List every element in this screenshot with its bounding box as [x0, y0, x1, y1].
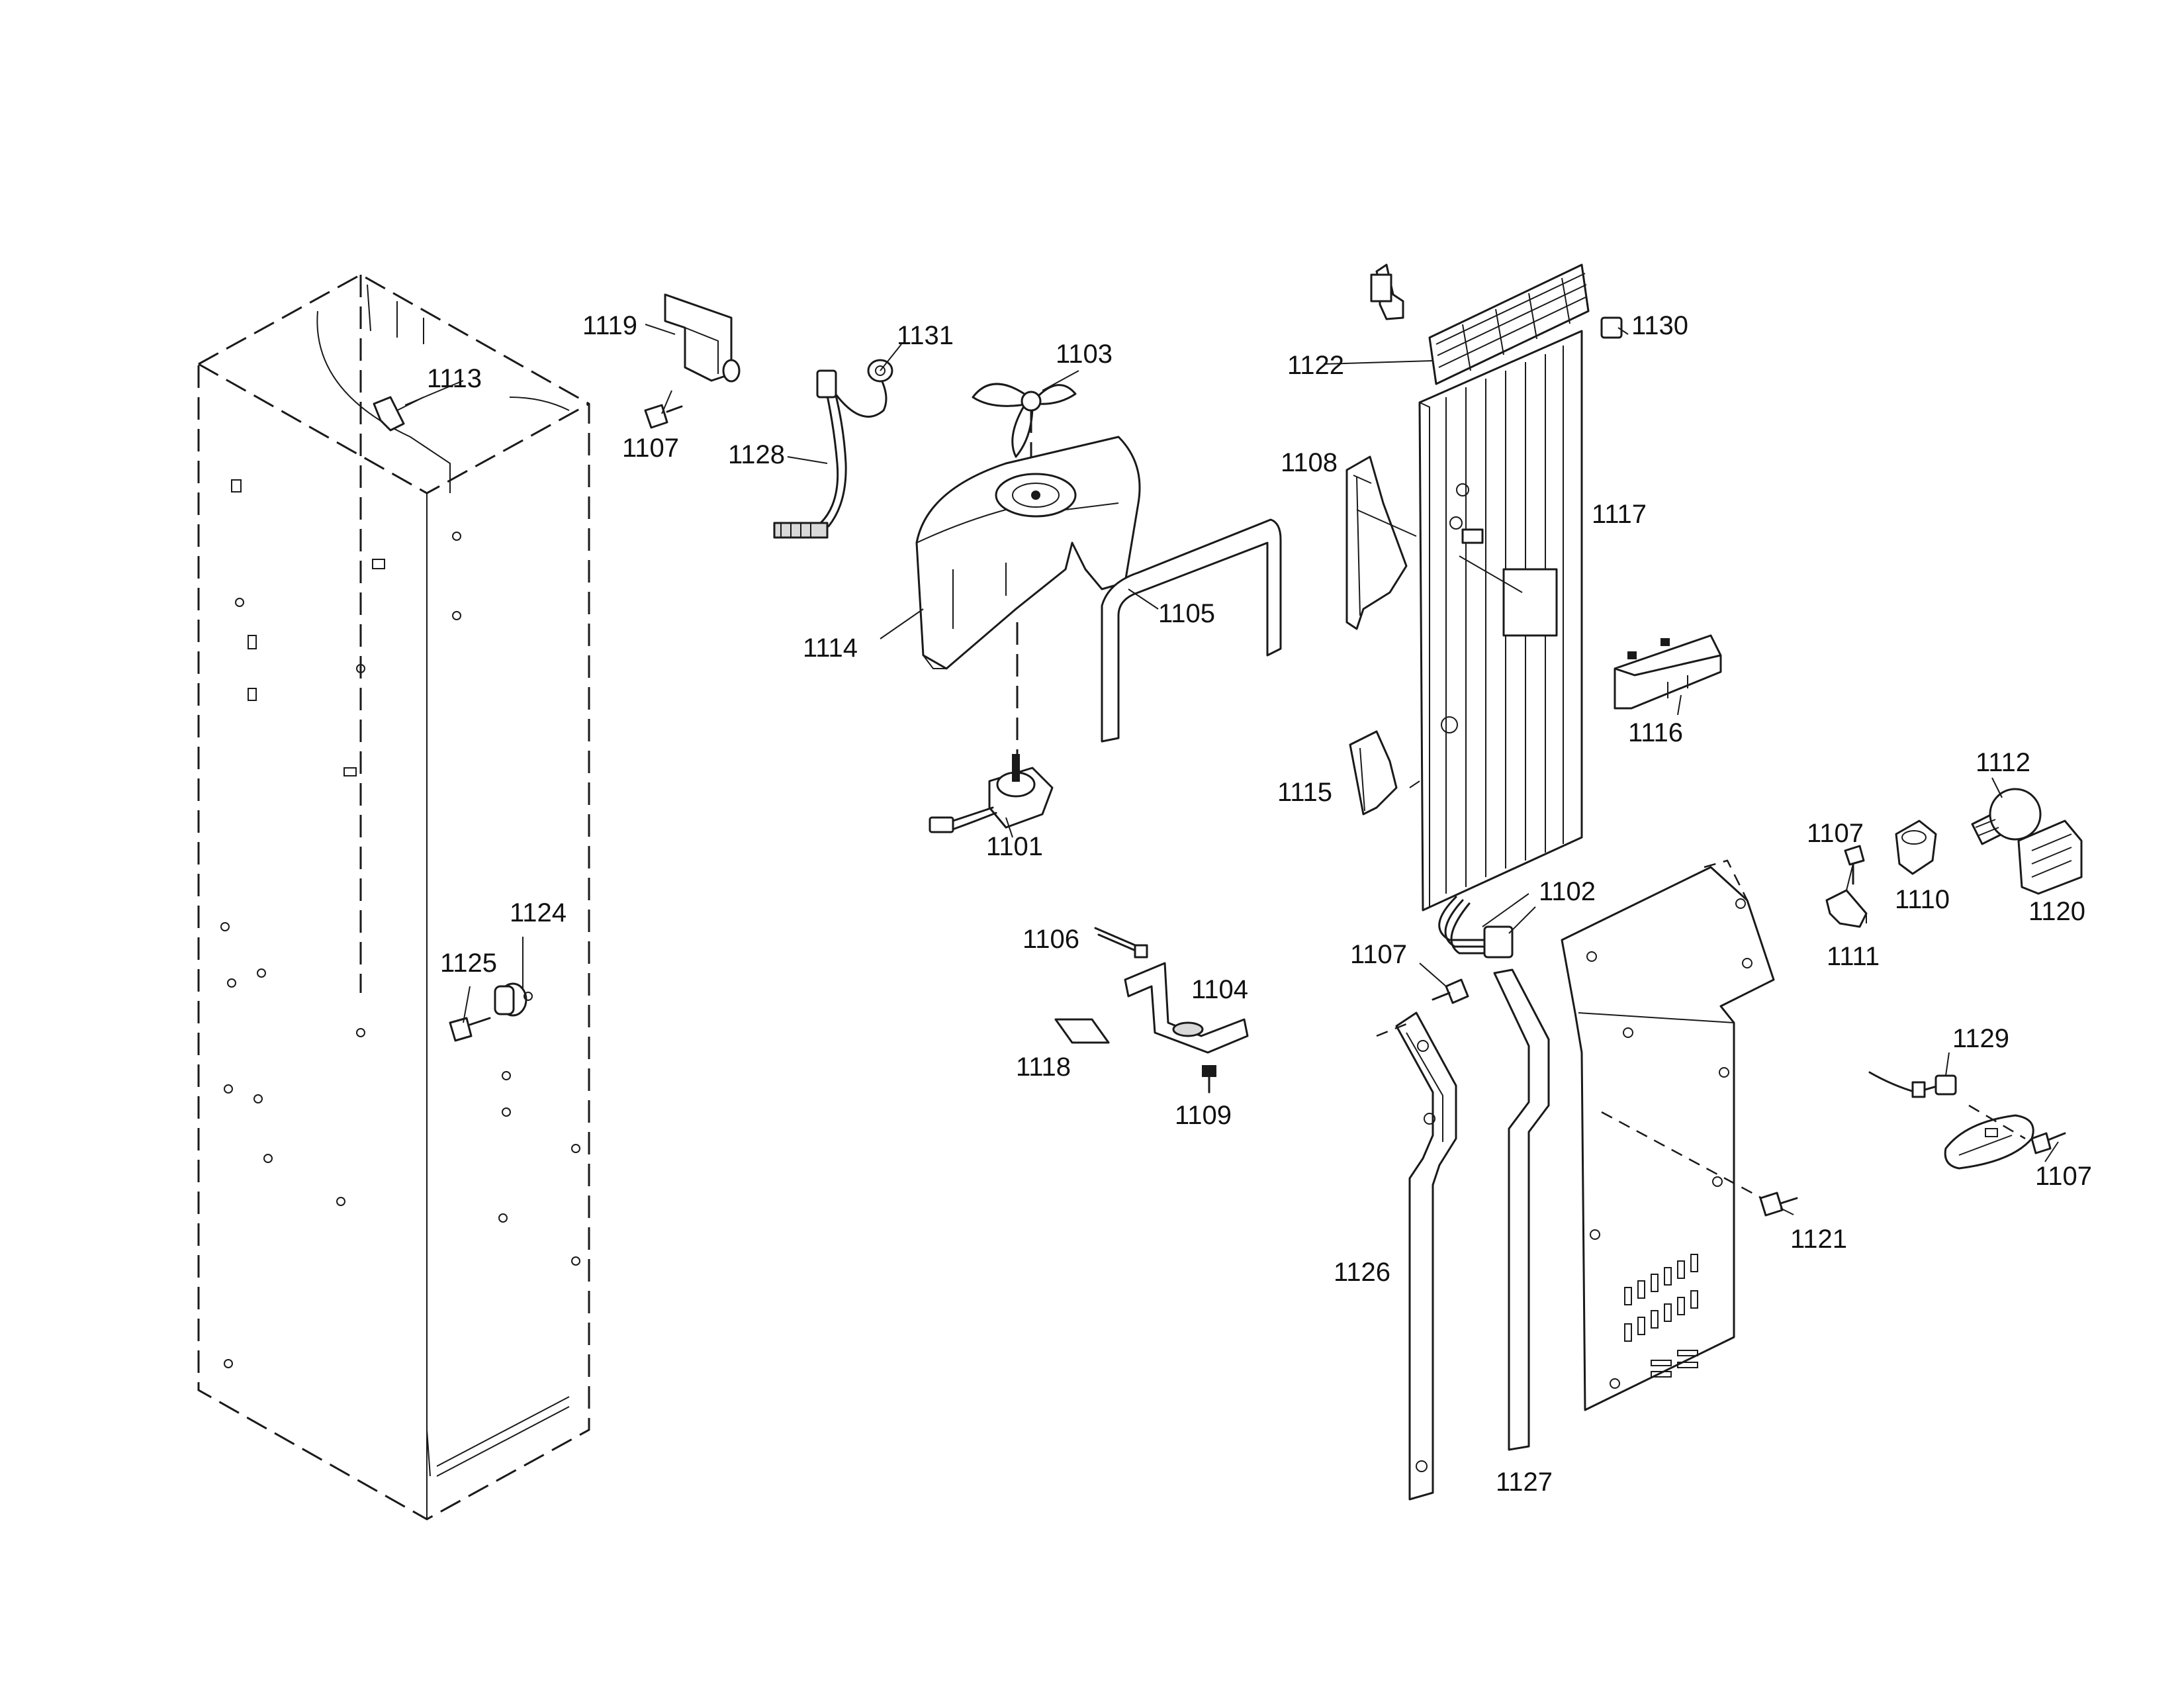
callout-1107-d: 1107	[2035, 1162, 2092, 1191]
callout-1104: 1104	[1191, 975, 1248, 1004]
callout-1127: 1127	[1496, 1468, 1553, 1497]
cabinet-housing	[197, 273, 590, 1521]
part-1111-clip	[1825, 889, 1868, 928]
part-1124-plug	[494, 982, 533, 1017]
callout-1124: 1124	[510, 898, 567, 927]
part-1105-gasket	[1101, 518, 1282, 743]
part-1126-rail	[1376, 1011, 1457, 1501]
callout-1110: 1110	[1895, 885, 1950, 914]
leader-lines	[404, 324, 2059, 1215]
part-1103-fan-blade	[972, 383, 1077, 463]
callout-1119: 1119	[582, 311, 637, 340]
part-1112-bulb	[1971, 788, 2042, 845]
part-1108-insulation	[1345, 455, 1408, 630]
callout-1117: 1117	[1592, 500, 1647, 529]
callout-1101: 1101	[986, 832, 1043, 861]
callout-labels: 1119 1107 1113 1128 1131 1103 1114 1105 …	[427, 311, 2092, 1497]
callout-1125: 1125	[440, 949, 497, 978]
callout-1102: 1102	[1539, 877, 1596, 906]
part-1129-harness	[1868, 1071, 1957, 1098]
callout-1126: 1126	[1334, 1258, 1390, 1287]
part-1118-pad	[1054, 1018, 1110, 1044]
callout-1128: 1128	[728, 440, 785, 469]
callout-1122: 1122	[1287, 351, 1344, 380]
callout-1105: 1105	[1158, 599, 1215, 628]
part-1130-clip	[1600, 316, 1623, 339]
part-1107-screw-right	[1844, 845, 1865, 885]
part-1121-screw	[1759, 1192, 1798, 1217]
callout-1130: 1130	[1631, 311, 1688, 340]
part-1120-cover	[2017, 820, 2083, 895]
callout-1112: 1112	[1976, 748, 2030, 777]
callout-1108: 1108	[1281, 448, 1338, 477]
callout-1114: 1114	[803, 633, 858, 663]
part-1104-bracket	[1124, 962, 1249, 1054]
part-1121-rear-panel	[1561, 859, 1781, 1411]
callout-1103: 1103	[1056, 340, 1113, 369]
part-1107-screw-top	[644, 404, 683, 429]
callout-1106: 1106	[1023, 925, 1079, 954]
part-1117-evaporator-cover	[1418, 330, 1583, 912]
callout-1121: 1121	[1790, 1225, 1847, 1254]
part-1107-screw-lens	[2030, 1132, 2066, 1154]
callout-1107-c: 1107	[1807, 819, 1864, 848]
callout-1129: 1129	[1952, 1024, 2009, 1053]
callout-1116: 1116	[1628, 718, 1683, 747]
part-1109-screw	[1202, 1065, 1216, 1094]
callout-1107-a: 1107	[622, 434, 679, 463]
callout-1115: 1115	[1277, 778, 1332, 807]
part-1102-harness	[1438, 896, 1514, 959]
part-1115-insulation	[1349, 730, 1398, 816]
callout-1109: 1109	[1175, 1101, 1232, 1130]
part-1101-fan-motor	[929, 754, 1054, 833]
callout-1120: 1120	[2028, 897, 2085, 926]
part-1119-bracket	[664, 293, 741, 383]
part-1127-strip	[1493, 968, 1550, 1451]
callout-1113: 1113	[427, 364, 482, 393]
part-1116-duct	[1614, 634, 1722, 710]
callout-1131: 1131	[897, 321, 954, 350]
callout-1118: 1118	[1016, 1053, 1071, 1082]
part-1129-lens	[1944, 1104, 2034, 1170]
part-1110-socket	[1895, 820, 1937, 875]
callout-1107-b: 1107	[1350, 940, 1407, 969]
part-1122-grille	[1370, 263, 1590, 385]
part-1128-harness	[773, 369, 887, 539]
part-1114-fan-shroud	[915, 436, 1141, 755]
part-1107-screw-mid	[1432, 978, 1469, 1004]
part-1125-screw	[449, 1017, 491, 1042]
part-1113-clip	[373, 396, 424, 432]
part-1106-rod	[1094, 927, 1148, 959]
callout-1111: 1111	[1827, 942, 1880, 971]
